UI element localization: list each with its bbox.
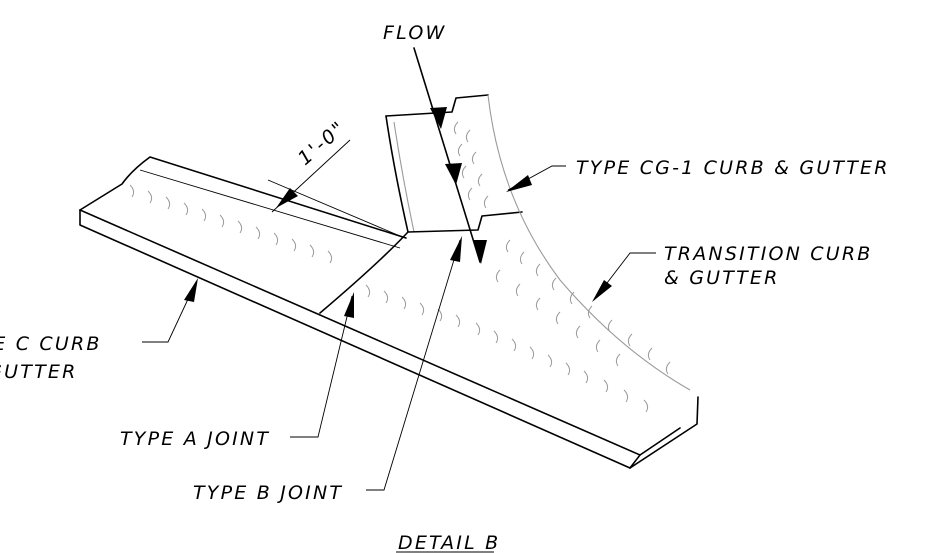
type-c-curb-slab [79, 156, 699, 469]
cg1-hatching [453, 121, 489, 209]
flow-arrowhead-2 [445, 163, 462, 185]
slab-end-face [629, 396, 699, 469]
dimension-arrowhead [276, 188, 298, 208]
slab-front-corner [629, 454, 641, 469]
cg1-top-edge [385, 94, 489, 117]
type-b-joint-label: TYPE B JOINT [193, 482, 343, 504]
type-c-label-line1: TYPE C CURB [0, 333, 102, 355]
slab-front-top-edge [79, 209, 681, 456]
flow-arrowhead-1 [430, 107, 447, 129]
cg1-back-curve-inner [393, 121, 415, 233]
type-c-label-line2: & GUTTER [0, 361, 78, 383]
type-cg1-label: TYPE CG-1 CURB & GUTTER [576, 157, 890, 179]
flow-arrowhead-3 [473, 240, 487, 264]
transition-curb-piece [319, 94, 691, 391]
transition-leader [592, 252, 656, 302]
type-b-joint-leader [366, 236, 462, 491]
cg1-joint-edge [407, 211, 523, 233]
detail-title: DETAIL B [398, 532, 500, 553]
slab-top-back-edge [79, 156, 407, 239]
type-cg1-curb-piece [385, 94, 523, 233]
flow-arrow [413, 47, 487, 264]
type-a-joint-leader [290, 292, 354, 438]
cg1-leader [506, 165, 566, 192]
transition-hatching [495, 239, 671, 375]
slab-hatching [129, 184, 649, 413]
dimension-label: 1'-0" [294, 116, 351, 169]
type-c-leader [142, 278, 198, 343]
transition-label-line1: TRANSITION CURB [664, 243, 873, 265]
transition-outer-curve [487, 94, 691, 391]
cg1-back-curve [385, 115, 409, 233]
type-a-joint-label: TYPE A JOINT [120, 428, 270, 450]
transition-label-line2: & GUTTER [664, 267, 780, 289]
slab-gutter-line [139, 169, 401, 249]
dimension-1ft [267, 139, 401, 237]
dimension-extension-line [267, 179, 401, 237]
flow-label: FLOW [383, 22, 446, 44]
type-a-joint-line [319, 231, 409, 314]
slab-front-face [79, 209, 631, 469]
